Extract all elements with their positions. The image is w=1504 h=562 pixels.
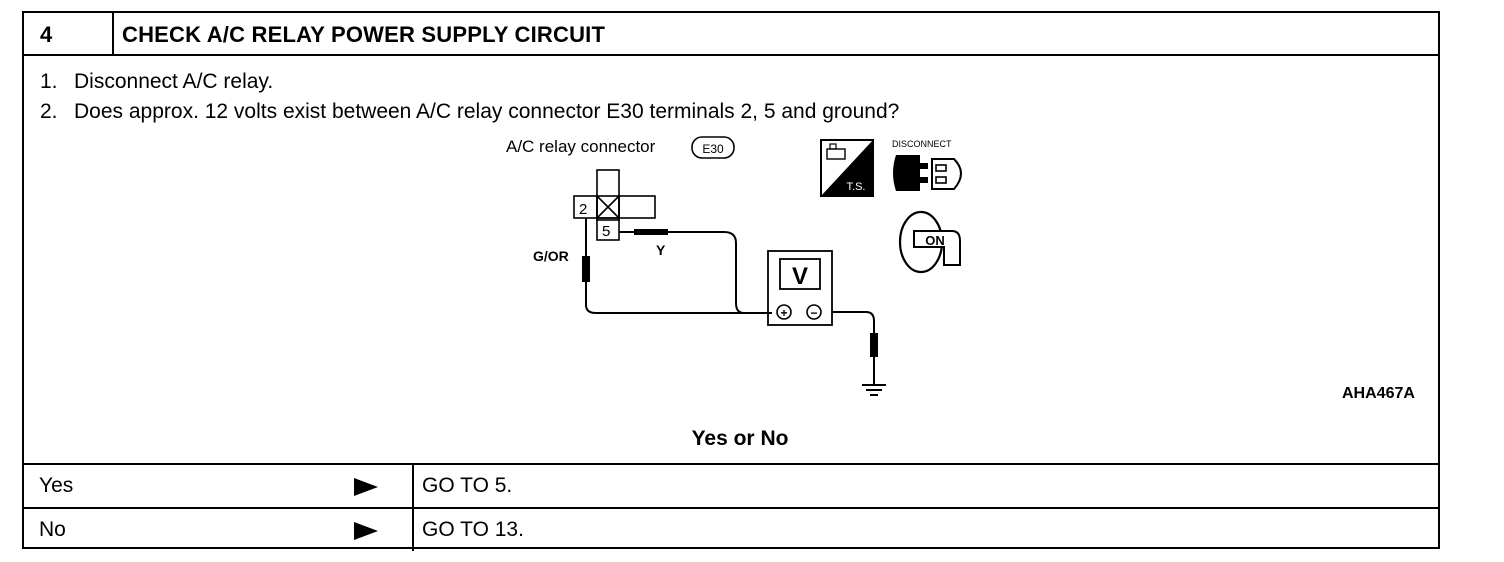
voltmeter (767, 250, 875, 333)
answer-cell: No (24, 509, 414, 551)
connector-id-badge (691, 136, 735, 159)
arrow-right-icon (354, 478, 378, 496)
relay-connector (573, 169, 656, 241)
result-row-yes: Yes GO TO 5. (24, 463, 1438, 507)
instruction-1: 1. Disconnect A/C relay. (40, 67, 899, 97)
figure-id: AHA467A (1342, 385, 1415, 402)
instruction-number: 2. (40, 100, 58, 123)
meter-plus-terminal: + (780, 306, 787, 320)
answer-cell: Yes (24, 465, 414, 507)
action-no: GO TO 13. (422, 518, 524, 541)
terminal-2-label: 2 (579, 201, 587, 218)
instruction-number: 1. (40, 70, 58, 93)
wire-g-or-label: G/OR (533, 248, 569, 264)
instruction-text: Disconnect A/C relay. (74, 70, 274, 93)
connector-id: E30 (702, 142, 724, 156)
result-row-no: No GO TO 13. (24, 507, 1438, 551)
instruction-list: 1. Disconnect A/C relay. 2. Does approx. 1… (40, 67, 899, 127)
meter-symbol: V (792, 263, 808, 290)
ground-probe (862, 333, 886, 396)
terminal-5-label: 5 (602, 223, 610, 240)
answer-yes: Yes (39, 474, 74, 497)
ignition-on-label: ON (925, 233, 945, 248)
ignition-on-icon (898, 210, 961, 274)
meter-minus-terminal: − (810, 306, 817, 320)
disconnect-label: DISCONNECT (892, 139, 952, 149)
step-title: CHECK A/C RELAY POWER SUPPLY CIRCUIT (122, 22, 606, 47)
step-number: 4 (24, 13, 114, 54)
wire-y-label: Y (656, 242, 666, 258)
ts-label: T.S. (847, 181, 866, 193)
ts-service-icon (820, 139, 874, 197)
action-yes: GO TO 5. (422, 474, 513, 497)
instruction-text: Does approx. 12 volts exist between A/C … (74, 100, 900, 123)
connector-label: A/C relay connector (506, 137, 656, 156)
answer-no: No (39, 518, 66, 541)
disconnect-icon (893, 155, 962, 191)
probe-y (619, 229, 745, 314)
question-label: Yes or No (691, 427, 789, 450)
instruction-2: 2. Does approx. 12 volts exist between A/… (40, 97, 899, 127)
step-header: 4 CHECK A/C RELAY POWER SUPPLY CIRCUIT (24, 13, 1438, 56)
probe-g-or (582, 218, 772, 314)
procedure-table: 4 CHECK A/C RELAY POWER SUPPLY CIRCUIT 1… (22, 11, 1440, 551)
arrow-right-icon (354, 522, 378, 540)
wiring-diagram: A/C relay connector E30 2 5 G/OR Y (506, 136, 962, 396)
